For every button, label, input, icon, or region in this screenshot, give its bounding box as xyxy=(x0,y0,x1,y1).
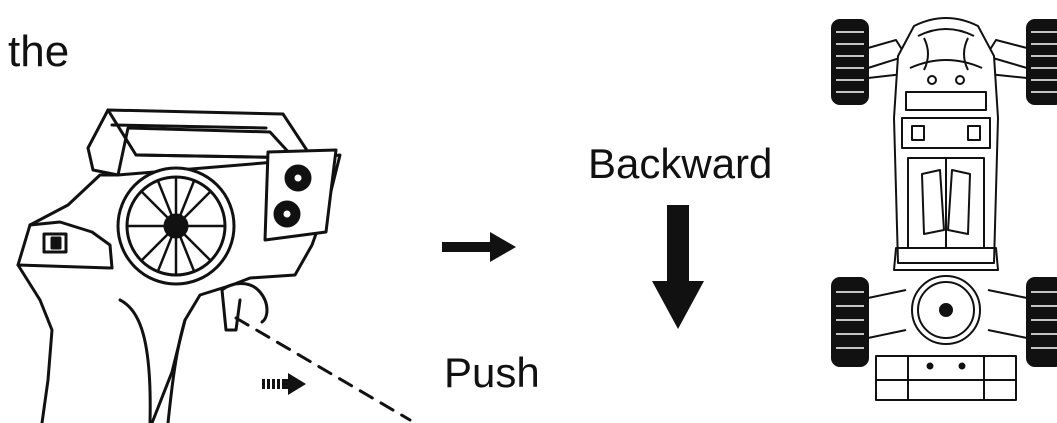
right-arrow-icon xyxy=(442,232,516,262)
rc-car-top-view-icon xyxy=(831,17,1057,401)
down-arrow-icon xyxy=(652,205,704,329)
leading-word: the xyxy=(8,27,70,76)
rc-transmitter-icon xyxy=(16,108,412,423)
striped-arrow-icon xyxy=(262,373,306,395)
direction-label: Backward xyxy=(588,140,773,187)
action-label: Push xyxy=(444,349,540,396)
